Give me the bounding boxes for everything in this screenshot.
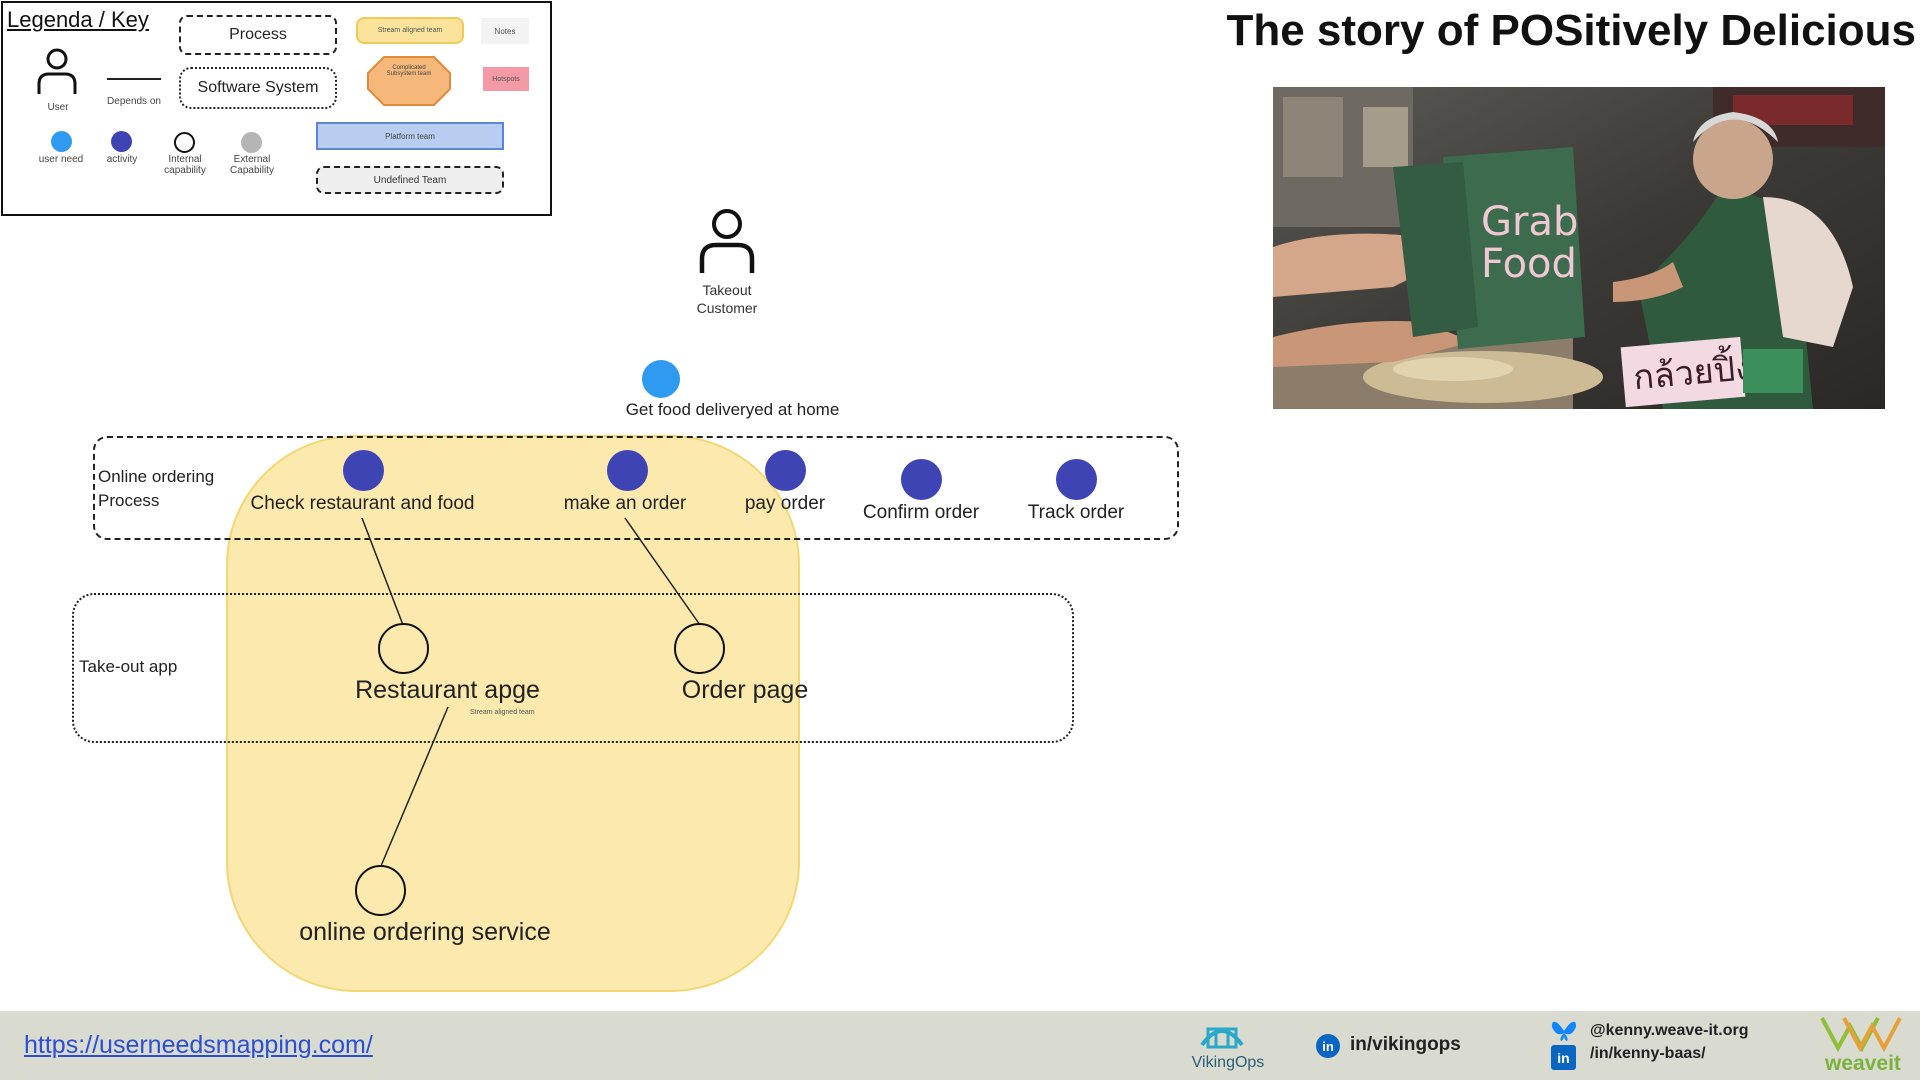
legend-notes: Notes: [481, 18, 529, 44]
legend-panel: Legenda / Key User Depends on Process So…: [1, 1, 552, 216]
legend-internal-circle: [174, 132, 195, 153]
legend-hotspots-label: Hotspots: [492, 75, 520, 83]
legend-stream-team-label: Stream aligned team: [377, 27, 443, 34]
legend-internal-label: Internal capability: [164, 154, 206, 176]
legend-complicated-label: Complicated Subsystem team: [386, 65, 432, 77]
online-ordering-process-box: [93, 436, 1179, 540]
legend-software-box: Software System: [179, 67, 337, 109]
activity-label-check: Check restaurant and food: [250, 493, 475, 514]
process-label-line1: Online ordering: [98, 467, 215, 486]
weaveit-logo-text: weaveit: [1825, 1052, 1901, 1075]
service-online-ordering: [355, 865, 406, 916]
photo-bag-text-2: Food: [1481, 241, 1577, 287]
process-label: Online ordering Process: [98, 465, 214, 513]
line-order-to-orderpage: [624, 517, 701, 626]
take-out-app-box: [72, 593, 1074, 743]
legend-activity-dot: [111, 131, 132, 152]
team-note: Stream aligned team: [470, 709, 535, 716]
depends-on-line: [107, 78, 161, 80]
line-check-to-restaurant: [361, 517, 404, 626]
legend-hotspots: Hotspots: [483, 67, 529, 91]
activity-label-pay-order: pay order: [744, 493, 826, 514]
stream-aligned-team-area: [226, 435, 800, 992]
bluesky-handle[interactable]: @kenny.weave-it.org: [1590, 1022, 1749, 1039]
user-need-dot: [642, 360, 680, 398]
legend-process-box: Process: [179, 15, 337, 55]
capability-label-order: Order page: [681, 676, 809, 704]
system-label: Take-out app: [79, 657, 178, 676]
linkedin-kenny[interactable]: /in/kenny-baas/: [1590, 1045, 1706, 1062]
legend-undefined-team-label: Undefined Team: [373, 174, 447, 186]
legend-activity-label: activity: [106, 154, 138, 165]
legend-external-dot: [241, 132, 262, 153]
legend-software-label: Software System: [197, 79, 319, 96]
activity-dot-track-order: [1056, 459, 1097, 500]
actor-label: Takeout Customer: [667, 281, 787, 317]
user-need-label: Get food deliveryed at home: [625, 400, 840, 419]
activity-dot-make-order: [607, 450, 648, 491]
linkedin-vikingops[interactable]: in/vikingops: [1350, 1034, 1461, 1055]
vikingops-logo-icon: [1200, 1027, 1244, 1049]
linkedin-square-icon: in: [1551, 1045, 1576, 1070]
actor-label-line1: Takeout: [702, 282, 752, 298]
footer-bar: [0, 1011, 1920, 1080]
capability-order-page: [674, 623, 725, 674]
legend-platform-team-label: Platform team: [385, 131, 435, 141]
vikingops-logo-text: VikingOps: [1191, 1054, 1265, 1071]
legend-external-label: External Capability: [230, 154, 274, 176]
legend-undefined-team: Undefined Team: [316, 166, 504, 194]
takeout-customer-icon: [699, 209, 755, 273]
linkedin-icon: in: [1316, 1034, 1340, 1058]
bluesky-icon: [1551, 1021, 1577, 1041]
legend-notes-label: Notes: [494, 26, 516, 36]
legend-user-label: User: [47, 102, 69, 113]
legend-user-need-label: user need: [38, 154, 84, 165]
legend-depends-label: Depends on: [107, 96, 161, 107]
legend-process-label: Process: [229, 26, 287, 43]
weaveit-logo-icon: [1820, 1017, 1902, 1053]
page-title: The story of POSitively Delicious: [1226, 6, 1916, 55]
userneedsmapping-link[interactable]: https://userneedsmapping.com/: [24, 1031, 373, 1059]
line-restaurant-to-service: [380, 706, 449, 867]
activity-dot-pay-order: [765, 450, 806, 491]
user-icon: [37, 48, 77, 94]
activity-label-confirm-order: Confirm order: [862, 502, 980, 523]
legend-stream-team: Stream aligned team: [356, 17, 464, 44]
process-label-line2: Process: [98, 491, 160, 510]
grabfood-photo: Grab Food กล้วยปิ้ง: [1273, 87, 1885, 409]
photo-bag-text-1: Grab: [1481, 199, 1578, 245]
legend-platform-team: Platform team: [316, 122, 504, 150]
activity-dot-confirm-order: [901, 459, 942, 500]
activity-label-track-order: Track order: [1027, 502, 1125, 523]
legend-user-need-dot: [51, 131, 72, 152]
actor-label-line2: Customer: [696, 300, 758, 316]
activity-label-make-order: make an order: [563, 493, 687, 514]
legend-title: Legenda / Key: [7, 7, 149, 32]
capability-label-restaurant: Restaurant apge: [355, 676, 540, 704]
service-label: online ordering service: [299, 918, 551, 946]
activity-dot-check: [343, 450, 384, 491]
capability-restaurant-page: [378, 623, 429, 674]
legend-complicated-octagon: [367, 56, 451, 106]
